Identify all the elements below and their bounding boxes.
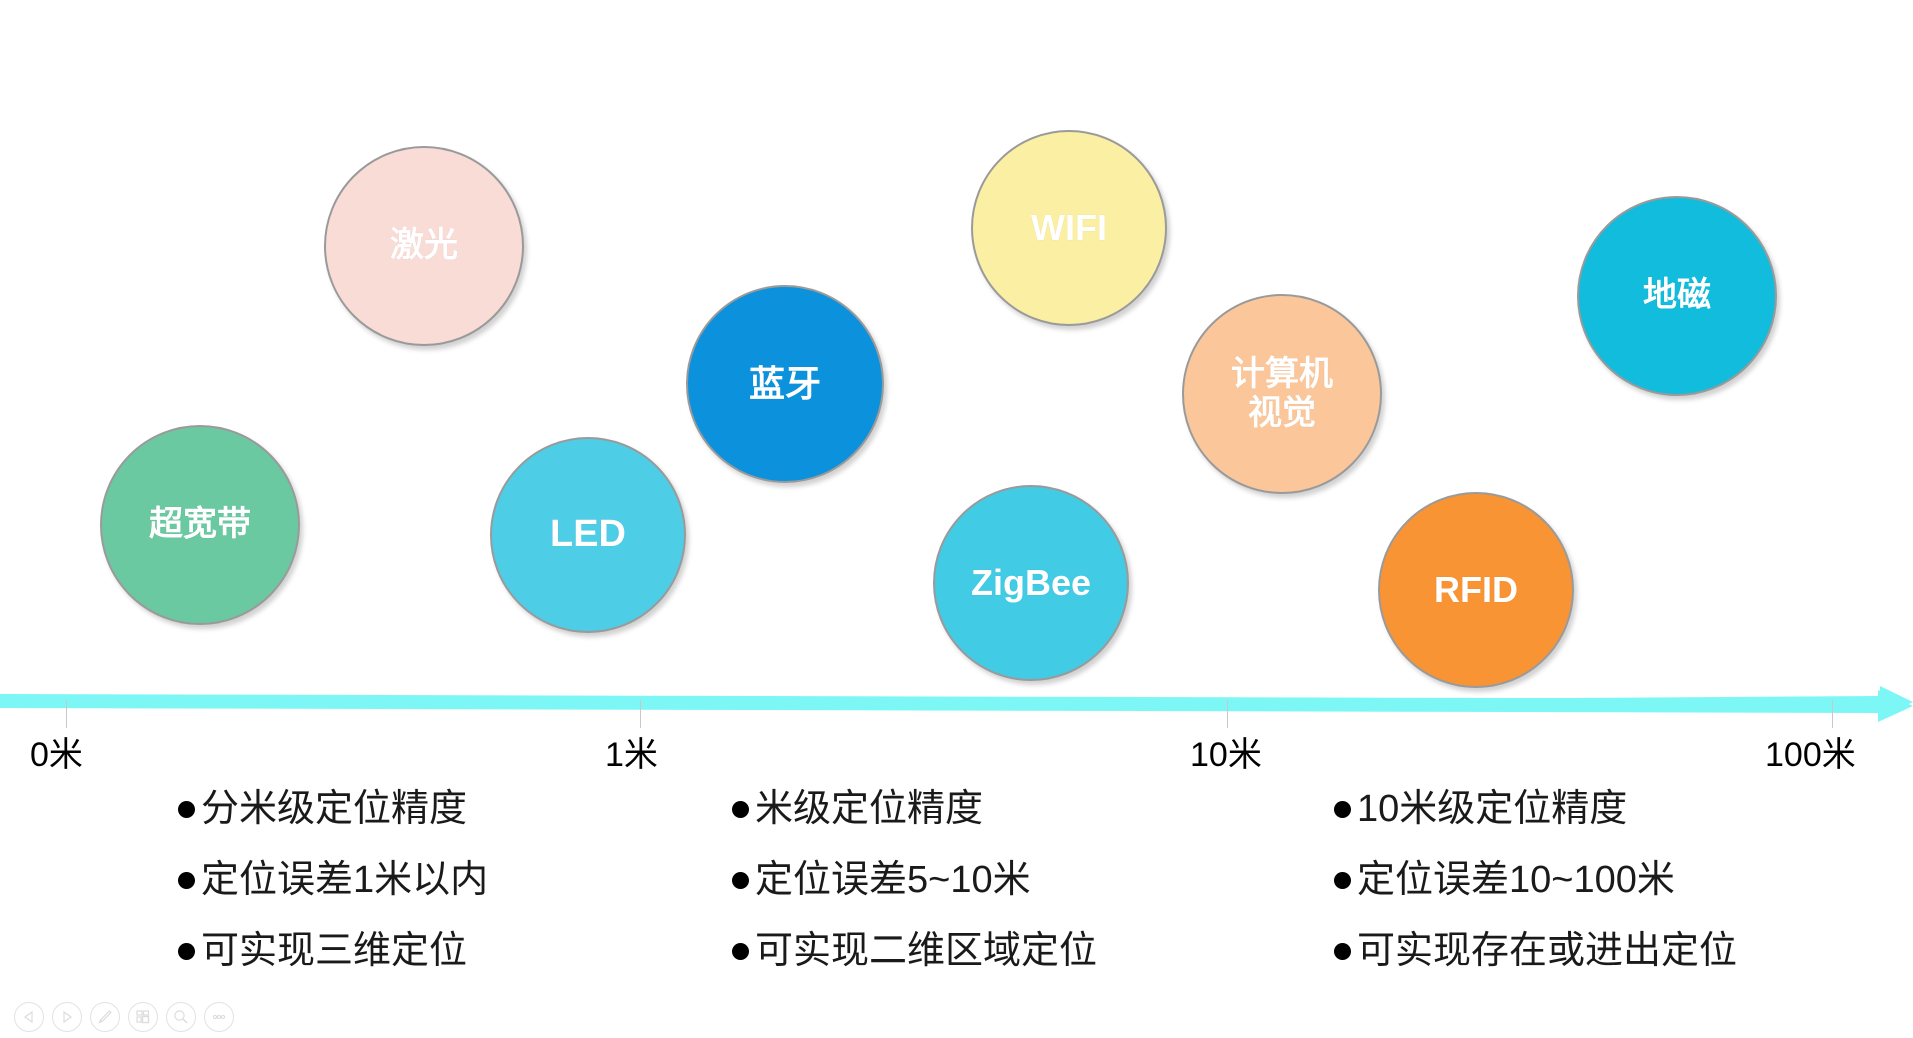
zoom-magnifier-icon[interactable] xyxy=(166,1002,196,1032)
bullet-item: 定位误差5~10米 xyxy=(732,861,1200,899)
next-slide-icon[interactable] xyxy=(52,1002,82,1032)
axis-arrow-icon xyxy=(0,686,1913,722)
bullet-dot-icon xyxy=(1334,800,1351,818)
bullet-text: 可实现三维定位 xyxy=(201,930,468,972)
bubble-6[interactable]: WIFI xyxy=(971,130,1167,326)
bubble-label: RFID xyxy=(1434,569,1518,611)
bubble-label: WIFI xyxy=(1031,207,1107,249)
axis-label-4: 100米 xyxy=(1765,736,1856,774)
more-options-icon[interactable] xyxy=(204,1002,234,1032)
bubble-1[interactable]: 超宽带 xyxy=(100,425,300,625)
bullet-column-ten-meter-accuracy: 10米级定位精度定位误差10~100米可实现存在或进出定位 xyxy=(1200,790,1913,1003)
bullet-item: 可实现存在或进出定位 xyxy=(1334,932,1913,970)
bullet-item: 可实现二维区域定位 xyxy=(732,932,1200,970)
bullet-item: 定位误差10~100米 xyxy=(1334,861,1913,899)
bullet-column-decimeter-accuracy: 分米级定位精度定位误差1米以内可实现三维定位 xyxy=(0,790,600,1003)
bullet-dot-icon xyxy=(1334,942,1351,960)
bullet-text: 定位误差5~10米 xyxy=(755,859,1031,901)
bullet-dot-icon xyxy=(1334,871,1351,889)
bubble-4[interactable]: 蓝牙 xyxy=(686,285,884,483)
bullet-dot-icon xyxy=(178,871,195,889)
bubble-label: 超宽带 xyxy=(149,505,251,544)
bubble-7[interactable]: 计算机 视觉 xyxy=(1182,294,1382,494)
axis-tick xyxy=(66,700,67,728)
axis-label-2: 1米 xyxy=(605,736,658,774)
bullet-item: 米级定位精度 xyxy=(732,790,1200,828)
axis-label-3: 10米 xyxy=(1190,736,1262,774)
bullet-text: 定位误差10~100米 xyxy=(1357,859,1675,901)
bullet-dot-icon xyxy=(178,942,195,960)
bubble-3[interactable]: LED xyxy=(490,437,686,633)
bullet-column-meter-accuracy: 米级定位精度定位误差5~10米可实现二维区域定位 xyxy=(600,790,1200,1003)
bubble-2[interactable]: 激光 xyxy=(324,146,524,346)
axis-tick xyxy=(1227,700,1228,728)
bullet-item: 10米级定位精度 xyxy=(1334,790,1913,828)
bullet-dot-icon xyxy=(732,800,749,818)
bullet-dot-icon xyxy=(732,942,749,960)
bubble-label: 计算机 视觉 xyxy=(1231,354,1333,432)
bullet-text: 定位误差1米以内 xyxy=(201,859,489,901)
bubble-5[interactable]: ZigBee xyxy=(933,485,1129,681)
bullet-dot-icon xyxy=(732,871,749,889)
previous-slide-icon[interactable] xyxy=(14,1002,44,1032)
bullet-text: 10米级定位精度 xyxy=(1357,788,1628,830)
bullet-text: 米级定位精度 xyxy=(755,788,984,830)
axis-tick xyxy=(1832,700,1833,728)
pen-icon[interactable] xyxy=(90,1002,120,1032)
axis-label-1: 0米 xyxy=(30,736,83,774)
slide-grid-icon[interactable] xyxy=(128,1002,158,1032)
bubble-label: ZigBee xyxy=(970,562,1092,604)
axis-tick xyxy=(640,700,641,728)
bullet-text: 可实现二维区域定位 xyxy=(755,930,1098,972)
accuracy-bullet-columns: 分米级定位精度定位误差1米以内可实现三维定位米级定位精度定位误差5~10米可实现… xyxy=(0,790,1913,1003)
bullet-text: 可实现存在或进出定位 xyxy=(1357,930,1738,972)
bullet-item: 定位误差1米以内 xyxy=(178,861,600,899)
bullet-item: 分米级定位精度 xyxy=(178,790,600,828)
bullet-dot-icon xyxy=(178,800,195,818)
presentation-toolbar[interactable] xyxy=(14,1002,234,1032)
bubble-label: 蓝牙 xyxy=(748,363,821,405)
bubble-label: LED xyxy=(550,513,626,556)
bullet-item: 可实现三维定位 xyxy=(178,932,600,970)
bubble-9[interactable]: 地磁 xyxy=(1577,196,1777,396)
bubble-8[interactable]: RFID xyxy=(1378,492,1574,688)
bubble-label: 地磁 xyxy=(1643,276,1711,315)
bullet-text: 分米级定位精度 xyxy=(201,788,468,830)
bubble-label: 激光 xyxy=(390,226,458,265)
